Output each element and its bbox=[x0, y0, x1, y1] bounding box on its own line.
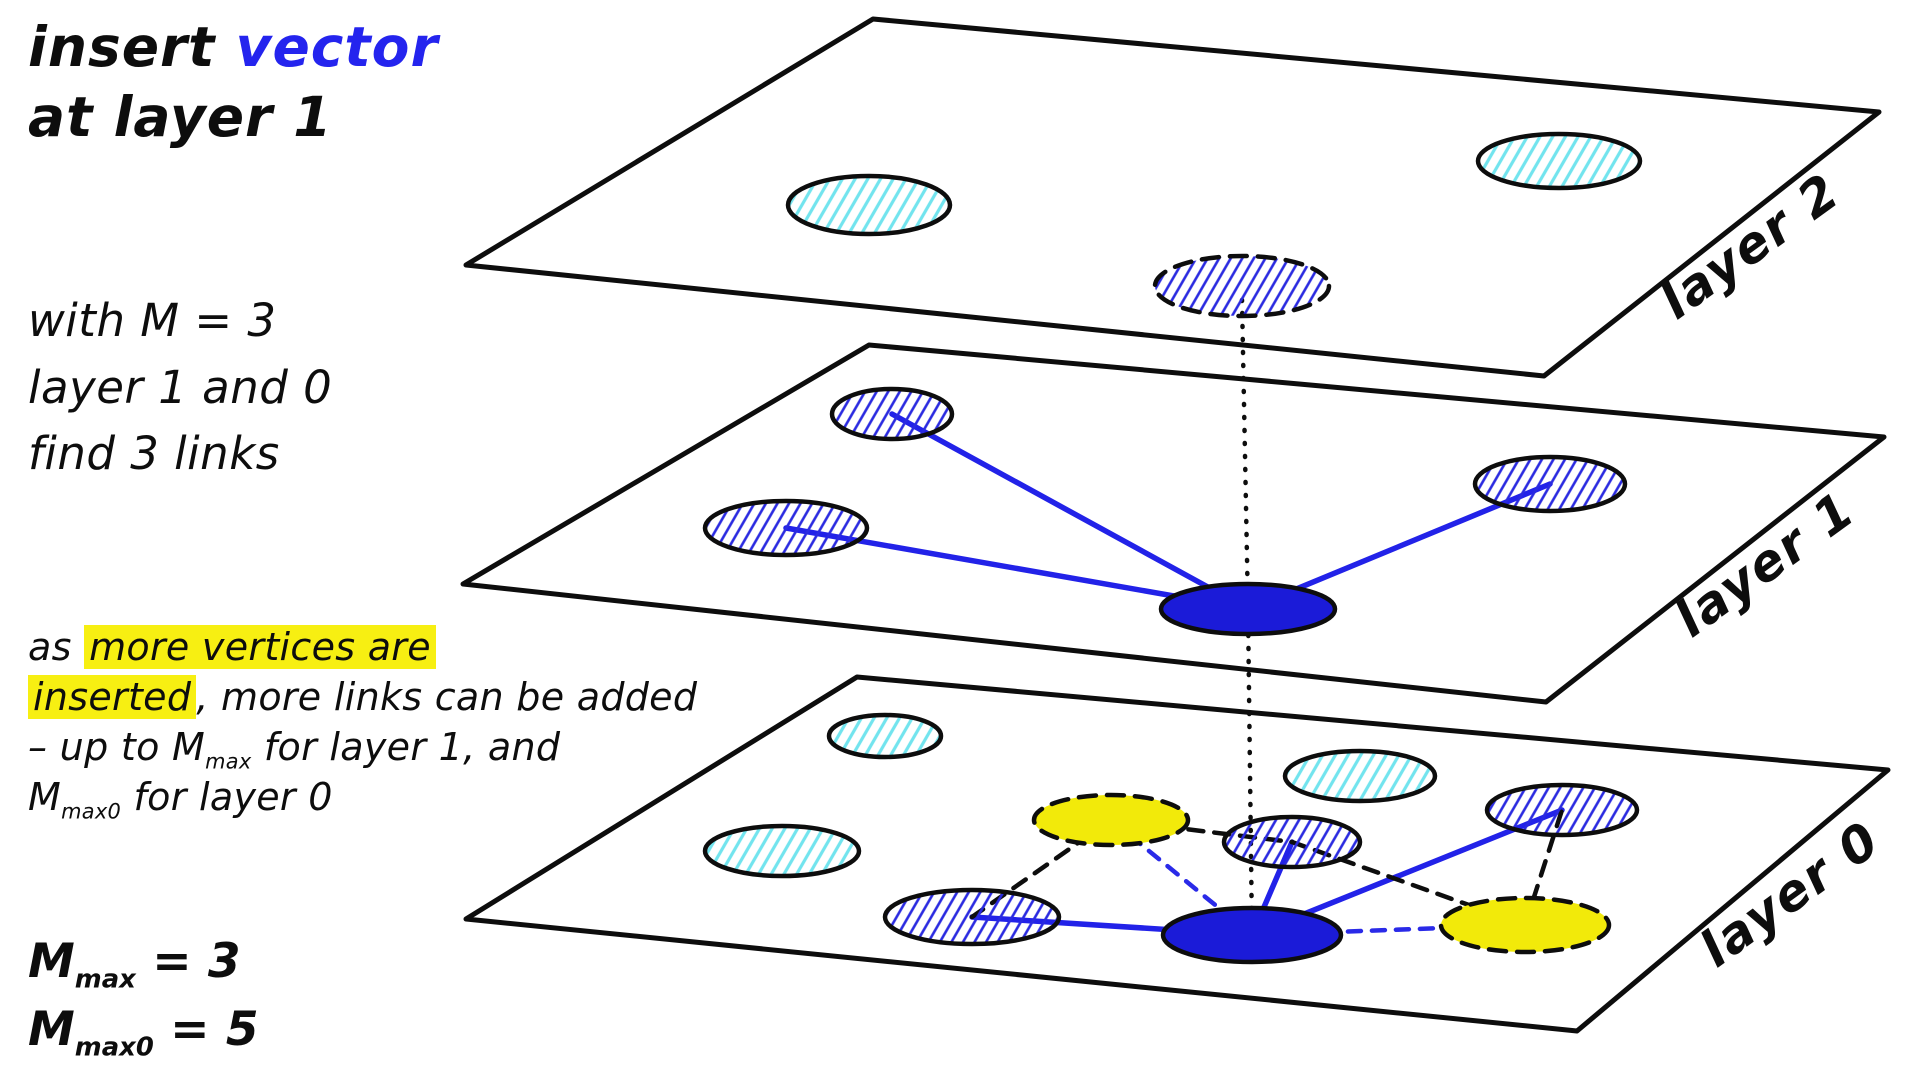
note-highlight-1: more vertices are bbox=[84, 625, 436, 669]
note-mmax-sub: max bbox=[205, 749, 252, 774]
note-more-links-text: , more links can be added bbox=[196, 675, 698, 720]
const-mmax-sub: max bbox=[74, 964, 136, 995]
note-as-text: as bbox=[28, 625, 85, 669]
const-mmax-base: M bbox=[28, 934, 75, 989]
layer0-node-cyan-left bbox=[702, 823, 862, 879]
title-vector-text: vector bbox=[235, 15, 439, 79]
note-m-text: M bbox=[28, 775, 62, 820]
const-mmax0-value: = 5 bbox=[153, 1002, 259, 1058]
layer0-node-cyan-mid bbox=[1282, 748, 1438, 804]
layer2-node-left bbox=[785, 173, 953, 237]
title-line-2: at layer 1 bbox=[28, 82, 439, 152]
constants-block: Mmax = 3 Mmax0 = 5 bbox=[28, 928, 259, 1064]
const-mmax0-sub: max0 bbox=[74, 1032, 154, 1063]
layer0-dashed-link-3 bbox=[1522, 807, 1565, 928]
note-line-1: as more vertices are bbox=[28, 622, 697, 672]
const-mmax0: Mmax0 = 5 bbox=[28, 996, 259, 1064]
note-upto-text: – up to M bbox=[28, 725, 206, 770]
plane-layer-2 bbox=[463, 16, 1882, 379]
note-line-3: – up to Mmax for layer 1, and bbox=[28, 722, 697, 772]
layer2-node-right bbox=[1475, 131, 1643, 191]
layer1-neighbor-left bbox=[702, 498, 870, 558]
layer1-neighbor-top bbox=[829, 386, 955, 442]
title-layer1-text: layer 1 bbox=[113, 85, 333, 150]
diagram-title: insert vector at layer 1 bbox=[28, 12, 439, 153]
layer1-neighbor-right bbox=[1472, 454, 1628, 514]
const-mmax0-base: M bbox=[28, 1002, 75, 1058]
note-layer1-text: for layer 1, and bbox=[251, 725, 561, 770]
note-mmax0-sub: max0 bbox=[61, 800, 122, 825]
layer0-candidate-yellow-right bbox=[1438, 895, 1612, 955]
const-mmax: Mmax = 3 bbox=[28, 928, 259, 996]
layer0-node-cyan-top bbox=[826, 712, 944, 760]
layer0-inserted-vector-node bbox=[1160, 905, 1344, 965]
param-line-layers: layer 1 and 0 bbox=[28, 360, 333, 414]
note-line-4: Mmax0 for layer 0 bbox=[28, 772, 697, 822]
plane-layer-1 bbox=[460, 342, 1887, 705]
title-insert-text: insert bbox=[28, 15, 236, 79]
projection-dotted-line-upper bbox=[1239, 297, 1251, 612]
note-line-2: inserted, more links can be added bbox=[28, 672, 697, 722]
const-mmax-value: = 3 bbox=[135, 934, 241, 989]
layer0-neighbor-right bbox=[1484, 782, 1640, 838]
parameter-notes: with M = 3 layer 1 and 0 find 3 links bbox=[28, 288, 332, 488]
note-highlight-2: inserted bbox=[28, 675, 197, 720]
projection-dotted-line-lower bbox=[1245, 606, 1255, 938]
title-line-1: insert vector bbox=[28, 12, 439, 82]
param-line-links: find 3 links bbox=[28, 427, 280, 481]
note-layer0-text: for layer 0 bbox=[121, 775, 333, 820]
layer2-node-insert-projection bbox=[1152, 253, 1332, 319]
title-at-text: at bbox=[28, 85, 114, 150]
explanation-notes: as more vertices are inserted, more link… bbox=[28, 622, 697, 823]
layer0-neighbor-center bbox=[1221, 814, 1363, 870]
layer1-inserted-vector-node bbox=[1158, 581, 1338, 637]
layer0-neighbor-left bbox=[882, 887, 1062, 947]
param-line-m: with M = 3 bbox=[28, 294, 277, 347]
layer0-candidate-yellow-left bbox=[1031, 792, 1191, 848]
layer1-link-1 bbox=[889, 411, 1251, 612]
